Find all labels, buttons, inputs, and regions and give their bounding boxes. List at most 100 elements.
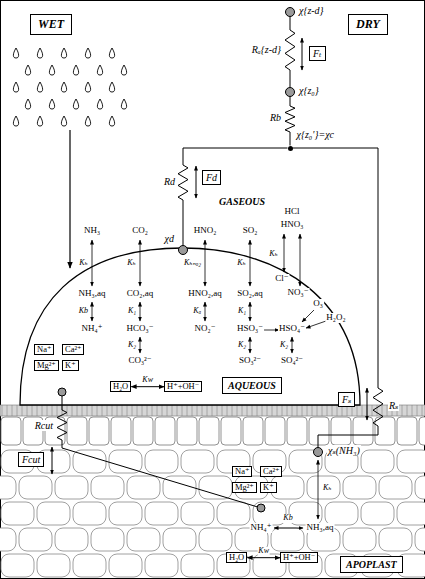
- mesophyll-cell: [145, 450, 178, 473]
- equilibrium-connector: [131, 386, 164, 387]
- epidermal-cell: [419, 417, 425, 445]
- ion-box: Mg²⁺: [34, 360, 59, 371]
- box-text: Ca²⁺: [263, 466, 279, 476]
- concentration-node: χₛ(NH₃): [313, 447, 323, 457]
- species-label: NH₄⁺: [250, 523, 273, 533]
- node-label: χ{z-d}: [298, 5, 325, 16]
- node-label: χ{z₀'}=χc: [296, 129, 336, 140]
- condition-box: WET: [30, 14, 72, 35]
- mesophyll-cell: [55, 476, 88, 499]
- species-label: GASEOUS: [218, 196, 266, 207]
- junction-node: χ{z₀'}=χc: [288, 146, 293, 151]
- mesophyll-cell: [361, 450, 394, 473]
- mesophyll-cell: [217, 502, 250, 525]
- species-label: SO₃²⁻: [238, 356, 262, 366]
- rate-constant: K₁: [237, 307, 247, 316]
- species-label: NH₃,aq: [78, 289, 107, 299]
- mesophyll-cell: [73, 502, 106, 525]
- raindrop: [97, 65, 102, 75]
- mesophyll-cell: [37, 554, 70, 577]
- rate-constant: Kb: [282, 514, 293, 523]
- epidermal-cell: [287, 417, 307, 445]
- ion-box: Na⁺: [232, 466, 252, 477]
- ion-box: Ca²⁺: [260, 466, 282, 477]
- raindrop: [121, 99, 126, 109]
- epidermal-cell: [309, 417, 329, 445]
- epidermal-cell: [133, 417, 153, 445]
- rate-constant: Kw: [257, 547, 270, 556]
- species-label: SO₂: [242, 226, 259, 236]
- mesophyll-cell: [1, 554, 34, 577]
- species-label: CO₂,aq: [126, 289, 154, 299]
- species-box: H₂O: [226, 552, 247, 563]
- mesophyll-cell: [109, 502, 142, 525]
- resistance-label: Rₐ{z-d}: [251, 44, 282, 55]
- epidermal-cell: [111, 417, 131, 445]
- epidermal-cell: [177, 417, 197, 445]
- box-text: H₂O: [229, 552, 244, 562]
- surface-node: [58, 388, 66, 396]
- rate-constant: Kₕ: [126, 259, 137, 268]
- raindrop: [109, 48, 114, 58]
- resistance-connector: [285, 97, 295, 146]
- mesophyll-cell: [127, 476, 160, 499]
- species-label: HNO₂,aq: [187, 289, 222, 299]
- raindrop: [49, 65, 54, 75]
- mesophyll-cell: [1, 502, 34, 525]
- node-label: χd: [164, 233, 175, 244]
- mesophyll-cell: [109, 554, 142, 577]
- species-box: H⁺+OH⁻: [280, 552, 318, 563]
- mesophyll-cell: [0, 528, 16, 551]
- rate-constant: Kₐ: [192, 307, 202, 316]
- rate-constant: K₂: [127, 341, 137, 350]
- mesophyll-cell: [361, 502, 394, 525]
- concentration-node: χd: [178, 245, 188, 255]
- box-text: Fd: [206, 172, 217, 183]
- box-text: Ca²⁺: [65, 344, 81, 354]
- raindrop: [25, 99, 30, 109]
- resistance-connector: [285, 17, 295, 87]
- equilibrium-connector: [247, 557, 280, 558]
- box-text: H⁺+OH⁻: [167, 381, 199, 391]
- raindrop: [61, 82, 66, 92]
- condition-box: DRY: [348, 14, 388, 35]
- epidermal-cell: [331, 417, 351, 445]
- ion-box: Mg²⁺: [232, 482, 257, 493]
- species-label: HCO₃⁻: [126, 324, 155, 334]
- ion-box: Na⁺: [34, 344, 54, 355]
- mesophyll-cell: [307, 476, 340, 499]
- mesophyll-cell: [379, 476, 412, 499]
- cuticular-resistance-path: [57, 392, 261, 508]
- epidermal-cell: [221, 417, 241, 445]
- epidermal-cell: [265, 417, 285, 445]
- mesophyll-cell: [145, 502, 178, 525]
- epidermal-cell: [1, 417, 21, 445]
- box-text: WET: [38, 17, 64, 31]
- species-label: HCl: [283, 207, 300, 217]
- rate-constant: Kₕₙₒ₂: [183, 259, 202, 268]
- raindrop: [109, 116, 114, 126]
- epidermal-cell: [155, 417, 175, 445]
- node-label: χ{z₀}: [298, 85, 320, 96]
- mesophyll-cell: [181, 502, 214, 525]
- species-label: NO₂⁻: [194, 324, 217, 334]
- mesophyll-cell: [379, 528, 412, 551]
- raindrop: [73, 99, 78, 109]
- raindrop: [37, 82, 42, 92]
- species-label: Rcut: [34, 420, 54, 431]
- mesophyll-cell: [91, 476, 124, 499]
- ion-box: Ca²⁺: [62, 344, 84, 355]
- flux-box: Fcut: [18, 452, 44, 467]
- raindrop: [49, 99, 54, 109]
- mesophyll-cell: [199, 476, 232, 499]
- concentration-node: χ{z₀}: [285, 87, 295, 97]
- mesophyll-cell: [415, 476, 425, 499]
- species-label: HNO₃: [280, 220, 305, 230]
- mesophyll-cell: [199, 528, 232, 551]
- mesophyll-cell: [325, 502, 358, 525]
- rate-constant: K₁: [127, 307, 137, 316]
- raindrop: [37, 116, 42, 126]
- box-text: Fₜ: [313, 48, 322, 59]
- box-text: Mg²⁺: [235, 482, 254, 492]
